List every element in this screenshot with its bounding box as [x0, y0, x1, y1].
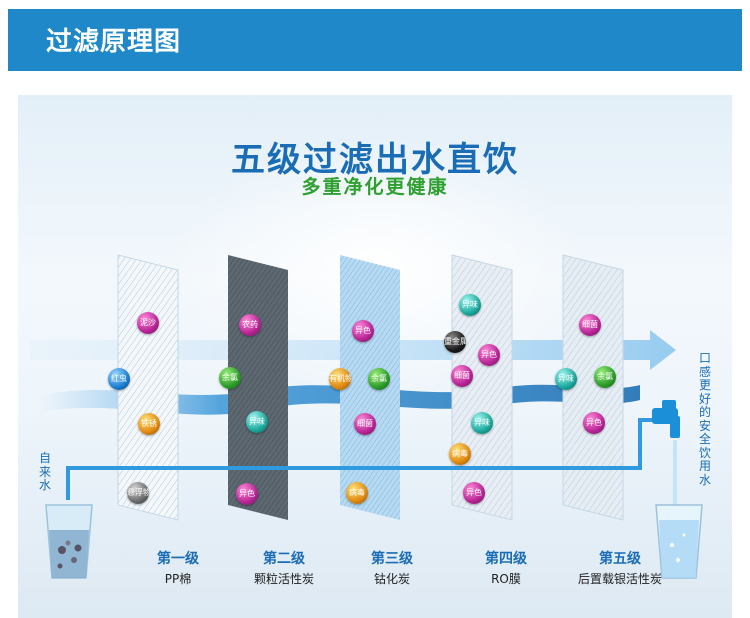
stage-label-5: 第五级 后置载银活性炭 [560, 548, 680, 587]
impurity-ball: 铁锈 [138, 413, 160, 435]
stage-label-4: 第四级 RO膜 [446, 548, 566, 587]
impurity-ball: 悬浮物 [127, 482, 149, 504]
impurity-ball: 重金属 [444, 331, 466, 353]
stage-desc: 钴化炭 [373, 572, 410, 586]
outlet-label: 口感更好的安全饮用水 [698, 351, 711, 487]
impurity-ball: 异色 [236, 483, 258, 505]
clean-water-glass-icon [655, 504, 703, 579]
impurity-ball: 异色 [463, 482, 485, 504]
stage-name: 第二级 [263, 551, 305, 567]
impurity-ball: 余氯 [368, 368, 390, 390]
filter-stage-2-panel [228, 255, 288, 520]
impurity-ball: 异味 [459, 294, 481, 316]
impurity-ball: 异色 [478, 344, 500, 366]
impurity-ball: 红虫 [108, 368, 130, 390]
stage-name: 第一级 [157, 551, 199, 567]
impurity-ball: 余氯 [594, 366, 616, 388]
filter-stage-4-panel [451, 254, 513, 521]
stage-desc: PP棉 [164, 572, 192, 586]
page-header: 过滤原理图 [8, 9, 742, 71]
impurity-ball: 有机物 [329, 368, 351, 390]
impurity-ball: 病毒 [449, 443, 471, 465]
impurity-ball: 异味 [555, 368, 577, 390]
page-title: 过滤原理图 [46, 27, 182, 57]
impurity-ball: 泥沙 [137, 312, 159, 334]
stage-desc: 颗粒活性炭 [253, 572, 314, 586]
impurity-ball: 异味 [246, 411, 268, 433]
impurity-ball: 异色 [352, 320, 374, 342]
filter-stage-1-panel [117, 254, 179, 521]
faucet-icon [652, 400, 680, 438]
outlet-pipe [602, 418, 660, 470]
impurity-ball: 细菌 [451, 365, 473, 387]
filter-stage-3-panel [340, 255, 400, 520]
impurity-ball: 异味 [471, 412, 493, 434]
stage-label-2: 第二级 颗粒活性炭 [224, 548, 344, 587]
filter-stage-5-panel [562, 254, 624, 521]
diagram-subtitle: 多重净化更健康 [301, 176, 449, 198]
impurity-ball: 细菌 [579, 314, 601, 336]
stage-name: 第五级 [599, 551, 641, 567]
impurity-ball: 余氯 [219, 367, 241, 389]
stage-name: 第四级 [485, 551, 527, 567]
stage-label-3: 第三级 钴化炭 [332, 548, 452, 587]
stage-label-1: 第一级 PP棉 [118, 548, 238, 587]
stage-name: 第三级 [371, 551, 413, 567]
inlet-pipe [66, 466, 602, 500]
tap-water-glass-icon [45, 504, 93, 579]
inlet-label: 自来水 [38, 451, 51, 492]
impurity-ball: 异色 [583, 412, 605, 434]
pouring-water [673, 440, 677, 510]
impurity-ball: 细菌 [354, 413, 376, 435]
impurity-ball: 病毒 [346, 482, 368, 504]
stage-desc: 后置载银活性炭 [577, 572, 662, 586]
stage-desc: RO膜 [491, 572, 521, 586]
diagram-title: 五级过滤出水直饮 [231, 140, 519, 180]
impurity-ball: 农药 [239, 314, 261, 336]
